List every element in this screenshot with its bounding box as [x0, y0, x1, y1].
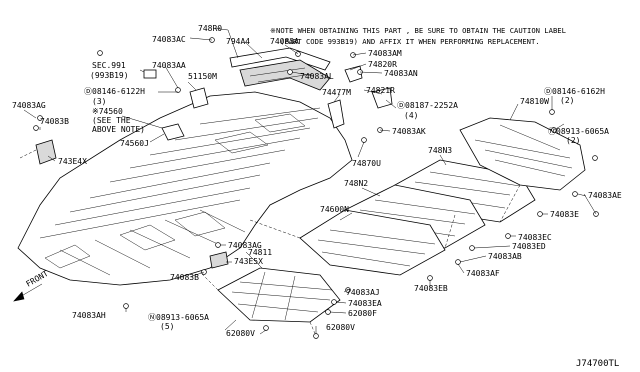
clip-51150m — [189, 87, 209, 109]
label-74560-note2: ABOVE NOTE) — [92, 125, 145, 134]
label-74811: 74811 — [248, 248, 272, 257]
label-74083b-left: 74083B — [40, 117, 69, 126]
label-743e4x: 743E4X — [58, 157, 87, 166]
label-sec991: SEC.991 — [92, 61, 126, 70]
bracket-74820r — [344, 65, 363, 83]
diagram-id: J74700TL — [576, 359, 619, 369]
label-74810w: 74810W — [520, 97, 549, 106]
label-74083b-bottom: 74083B — [170, 273, 199, 282]
label-74083a: 74083A — [270, 37, 299, 46]
label-08913-6065a-left: Ⓝ08913-6065A — [148, 313, 209, 322]
label-74870u: 74870U — [352, 159, 381, 168]
label-51150m: 51150M — [188, 72, 217, 81]
label-74083ae: 74083AE — [588, 191, 622, 200]
label-74820r: 74820R — [368, 60, 397, 69]
label-08913-6065a-right: Ⓝ08913-6065A — [548, 127, 609, 136]
bracket-74477m — [327, 99, 345, 129]
label-748n3: 748N3 — [428, 146, 452, 155]
label-74083aa: 74083AA — [152, 61, 186, 70]
front-arrow: FRONT — [13, 269, 51, 302]
label-08146-6122h-qty: (3) — [92, 97, 106, 106]
label-08913-6065a-left-qty: (5) — [160, 322, 174, 331]
label-74083af: 74083AF — [466, 269, 500, 278]
label-74083eb: 74083EB — [414, 284, 448, 293]
label-62080v-b: 62080V — [326, 323, 355, 332]
label-74600n: 74600N — [320, 205, 349, 214]
front-under-cover-74811 — [217, 267, 341, 323]
label-08187-qty: (4) — [404, 111, 418, 120]
label-74560: ※74560 — [92, 107, 123, 116]
leader-lines — [23, 27, 597, 335]
label-08146-6162h-qty: (2) — [560, 96, 574, 105]
floor-panel — [17, 91, 353, 286]
caution-note-line1: ※NOTE WHEN OBTAINING THIS PART , BE SURE… — [270, 26, 566, 35]
label-74083ag-bottom: 74083AG — [228, 241, 262, 250]
label-74083ak: 74083AK — [392, 127, 426, 136]
callout-labels: 748R0 74083AC 794A4 74083A 74083AM 74820… — [12, 24, 622, 338]
label-74083ea: 74083EA — [348, 299, 382, 308]
label-74083ab: 74083AB — [488, 252, 522, 261]
pad-74560j — [161, 123, 185, 141]
label-743e5x: 743E5X — [234, 257, 263, 266]
label-748n2: 748N2 — [344, 179, 368, 188]
label-74083ec: 74083EC — [518, 233, 552, 242]
label-74083am: 74083AM — [368, 49, 402, 58]
under-cover-74600n — [299, 209, 446, 276]
rear-rail-bracket — [229, 47, 331, 91]
label-74083ah: 74083AH — [72, 311, 106, 320]
label-74083e: 74083E — [550, 210, 579, 219]
reference-lines — [19, 149, 521, 337]
front-bracket-743e5x — [209, 251, 229, 269]
label-794a4: 794A4 — [226, 37, 250, 46]
label-74083an: 74083AN — [384, 69, 418, 78]
label-74083aj: 74083AJ — [346, 288, 380, 297]
label-74083ag-top: 74083AG — [12, 101, 46, 110]
label-08187-2252a: Ⓓ08187-2252A — [397, 101, 458, 110]
label-748r0: 748R0 — [198, 24, 222, 33]
front-label: FRONT — [25, 269, 51, 289]
caution-note-line2: (PART CODE 993B19) AND AFFIX IT WHEN PER… — [280, 37, 540, 46]
label-62080v-a: 62080V — [226, 329, 255, 338]
rear-under-cover-74810w — [459, 117, 586, 191]
label-08146-6162h: Ⓓ08146-6162H — [544, 87, 605, 96]
label-74083al: 74083AL — [300, 72, 334, 81]
label-74560-note1: (SEE THE — [92, 116, 131, 125]
label-74477m: 74477M — [322, 88, 351, 97]
label-sec991-code: (993B19) — [90, 71, 129, 80]
label-08913-6065a-right-qty: (2) — [566, 136, 580, 145]
caution-label-sec991 — [143, 69, 157, 79]
side-bracket-743e4x — [35, 139, 57, 165]
label-74821r: 74821R — [366, 86, 395, 95]
label-74083ac: 74083AC — [152, 35, 186, 44]
label-08146-6122h: Ⓓ08146-6122H — [84, 87, 145, 96]
label-74560j: 74560J — [120, 139, 149, 148]
label-74083ed: 74083ED — [512, 242, 546, 251]
label-62080f: 62080F — [348, 309, 377, 318]
